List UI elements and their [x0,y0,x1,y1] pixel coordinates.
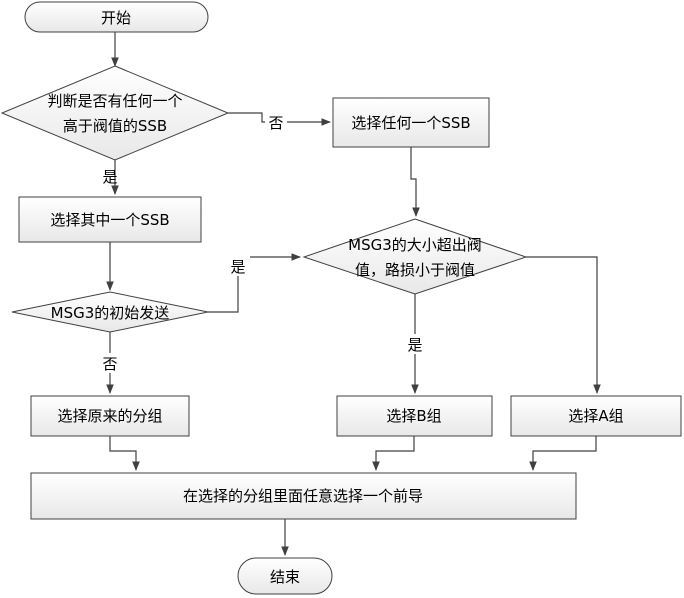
select-original-node: 选择原来的分组 [30,395,190,437]
decision2-node: MSG3的大小超出阀 值，路损小于阀值 [302,218,528,295]
msg3-initial-label: MSG3的初始发送 [51,304,170,322]
edge-msg3-yes [208,253,301,313]
decision1-line2: 高于阀值的SSB [63,117,167,135]
edge-decision1-no [228,112,331,126]
edge-label-no-decision1: 否 [268,114,283,132]
select-any-ssb-label: 选择任何一个SSB [351,114,470,132]
select-b-label: 选择B组 [386,407,441,425]
select-any-ssb-node: 选择任何一个SSB [332,97,490,148]
select-original-label: 选择原来的分组 [57,407,162,425]
edge-original-to-preamble [109,436,140,471]
edge-labels: 否 是 是 否 是 [99,112,427,373]
msg3-initial-node: MSG3的初始发送 [11,291,209,333]
end-node: 结束 [237,557,333,595]
decision1-node: 判断是否有任何一个 高于阀值的SSB [0,65,230,161]
edge-label-yes-decision1: 是 [102,168,117,186]
select-preamble-node: 在选择的分组里面任意选择一个前导 [30,472,577,520]
edge-b-to-preamble [372,436,415,471]
select-preamble-label: 在选择的分组里面任意选择一个前导 [183,487,423,505]
connectors [106,32,601,556]
select-a-label: 选择A组 [568,407,623,425]
edge-label-no-msg3: 否 [102,355,117,373]
edge-decision2-no [526,256,601,394]
start-label: 开始 [101,9,131,27]
select-one-ssb-node: 选择其中一个SSB [18,196,202,243]
edge-label-yes-msg3: 是 [230,258,245,276]
end-label: 结束 [270,568,300,586]
select-a-node: 选择A组 [510,395,682,437]
decision2-line2: 值，路损小于阀值 [355,261,475,279]
decision2-line1: MSG3的大小超出阀 [348,236,482,254]
edge-label-yes-decision2: 是 [407,336,422,354]
select-b-node: 选择B组 [336,395,493,437]
edge-a-to-preamble [529,436,597,471]
decision1-line1: 判断是否有任何一个 [47,92,182,110]
select-one-ssb-label: 选择其中一个SSB [50,211,169,229]
edge-select-any-to-decision2 [410,147,420,217]
start-node: 开始 [24,1,209,33]
